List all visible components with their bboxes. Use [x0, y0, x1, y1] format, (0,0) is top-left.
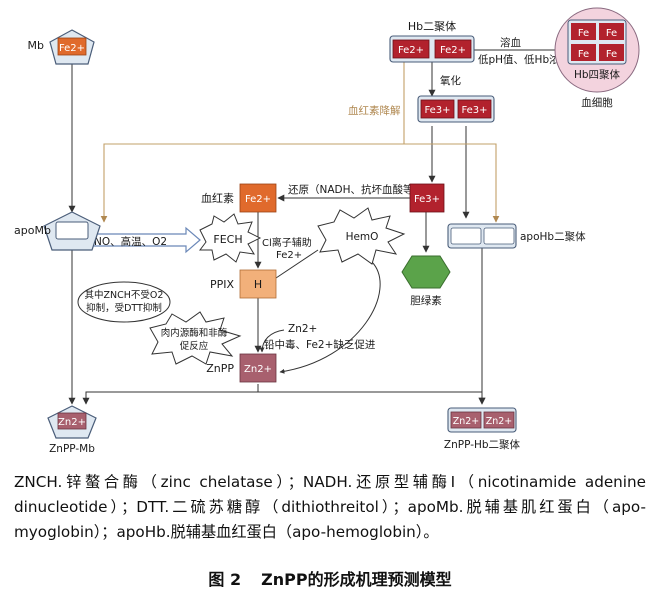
tetramer-cell-3: Fe	[578, 49, 589, 60]
arrow-hemo-ppix	[269, 249, 319, 283]
mb-node: Fe2+ Mb	[28, 29, 95, 65]
fe3-single-ion: Fe3+	[414, 194, 440, 205]
tetramer-cell-2: Fe	[606, 28, 617, 39]
znpp-hb-label: ZnPP-Hb二聚体	[444, 439, 521, 451]
apohb-node: apoHb二聚体	[447, 223, 586, 249]
biliverdin-node: 胆绿素	[401, 255, 451, 307]
znpp-hb-node: Zn2+ Zn2+ ZnPP-Hb二聚体	[444, 407, 521, 451]
oxidation-label: 氧化	[440, 74, 461, 87]
tetramer-cell-4: Fe	[606, 49, 617, 60]
hemolysis-condition-label: 低pH值、低Hb浓度	[478, 53, 571, 66]
tetramer-label: Hb四聚体	[574, 69, 621, 81]
znpp-hb-ion-b: Zn2+	[486, 416, 513, 427]
znpp-mb-label: ZnPP-Mb	[49, 443, 95, 455]
znch-line-2: 抑制，受DTT抑制	[86, 302, 162, 314]
ppix-ion: H	[254, 278, 262, 291]
znpp-node: Zn2+ ZnPP	[206, 353, 277, 383]
hemo-label: HemO	[346, 231, 379, 243]
figure-legend: ZNCH.锌螯合酶（zinc chelatase）；NADH.还原型辅酶I（ni…	[14, 473, 646, 541]
heme-node: Fe2+ 血红素	[201, 183, 277, 213]
figure-number: 图 2	[208, 570, 242, 589]
fe3-dimer-ion-a: Fe3+	[424, 105, 450, 116]
lead-label: 铅中毒、Fe2+缺乏促进	[264, 338, 376, 351]
degradation-label: 血红素降解	[348, 104, 401, 117]
heme-ion: Fe2+	[245, 194, 271, 205]
ppix-label: PPIX	[210, 278, 235, 291]
figure-title: ZnPP的形成机理预测模型	[261, 570, 452, 589]
znch-line-1: 其中ZNCH不受O2	[85, 289, 164, 301]
tetramer-cell-1: Fe	[578, 28, 589, 39]
znpp-mb-node: Zn2+ ZnPP-Mb	[47, 405, 97, 455]
no-arrow: NO、高温、O2	[89, 226, 201, 254]
hb-dimer-ion-b: Fe2+	[440, 45, 466, 56]
heme-label: 血红素	[201, 191, 234, 205]
arrow-degradation-apohb	[404, 143, 500, 223]
apomb-node: apoMb	[14, 211, 101, 251]
znpp-ion: Zn2+	[244, 364, 272, 375]
hb-dimer-label: Hb二聚体	[408, 19, 456, 33]
red-cell-label: 血细胞	[581, 96, 613, 109]
mb-label: Mb	[28, 39, 44, 52]
apomb-label: apoMb	[14, 224, 51, 237]
znpp-label: ZnPP	[206, 362, 234, 375]
cl-assist-label: Cl离子辅助	[262, 236, 312, 249]
mb-ion: Fe2+	[59, 43, 85, 54]
arrow-hemo-znpp	[279, 261, 381, 374]
znch-note: 其中ZNCH不受O2 抑制，受DTT抑制	[77, 281, 171, 323]
arrow-degradation-apomb	[100, 60, 405, 223]
arrow-znpp-mb	[82, 384, 259, 405]
fech-label: FECH	[213, 233, 242, 246]
arrow-zinc-in	[259, 329, 285, 353]
znpp-hb-ion-a: Zn2+	[453, 416, 480, 427]
fe3-single-node: Fe3+	[409, 183, 445, 213]
hb-dimer-ion-a: Fe2+	[398, 45, 424, 56]
endo-line-1: 肉内源酶和非酶	[161, 327, 228, 339]
connectors	[68, 46, 556, 405]
mechanism-diagram: NO、高温、O2 Fe2+ Mb apoMb Zn2+ ZnPP-Mb Hb二聚…	[14, 7, 640, 455]
degradation-lines	[100, 60, 500, 223]
reduction-label: 还原（NADH、抗坏血酸等）	[288, 183, 424, 196]
hemolysis-label: 溶血	[500, 36, 521, 49]
hemo-node: HemO	[317, 207, 406, 265]
cl-assist-fe-label: Fe2+	[276, 250, 302, 261]
fech-node: FECH	[199, 213, 262, 263]
zinc-in-label: Zn2+	[288, 323, 317, 335]
red-cell-node: Fe Fe Fe Fe Hb四聚体 血细胞	[554, 7, 640, 109]
endo-line-2: 促反应	[180, 340, 209, 352]
biliverdin-label: 胆绿素	[410, 294, 442, 307]
znpp-mb-ion: Zn2+	[58, 417, 86, 428]
no-condition-label: NO、高温、O2	[94, 235, 167, 248]
fe3-dimer-ion-b: Fe3+	[461, 105, 487, 116]
arrow-znpp-hb	[258, 391, 486, 405]
fe3-dimer-node: Fe3+ Fe3+	[417, 95, 495, 123]
hb-dimer-node: Hb二聚体 Fe2+ Fe2+	[389, 19, 475, 63]
endo-node: 肉内源酶和非酶 促反应	[149, 311, 242, 365]
apohb-label: apoHb二聚体	[520, 231, 586, 243]
ppix-node: H PPIX	[210, 269, 277, 299]
figure-caption: 图 2 ZnPP的形成机理预测模型	[0, 566, 660, 590]
